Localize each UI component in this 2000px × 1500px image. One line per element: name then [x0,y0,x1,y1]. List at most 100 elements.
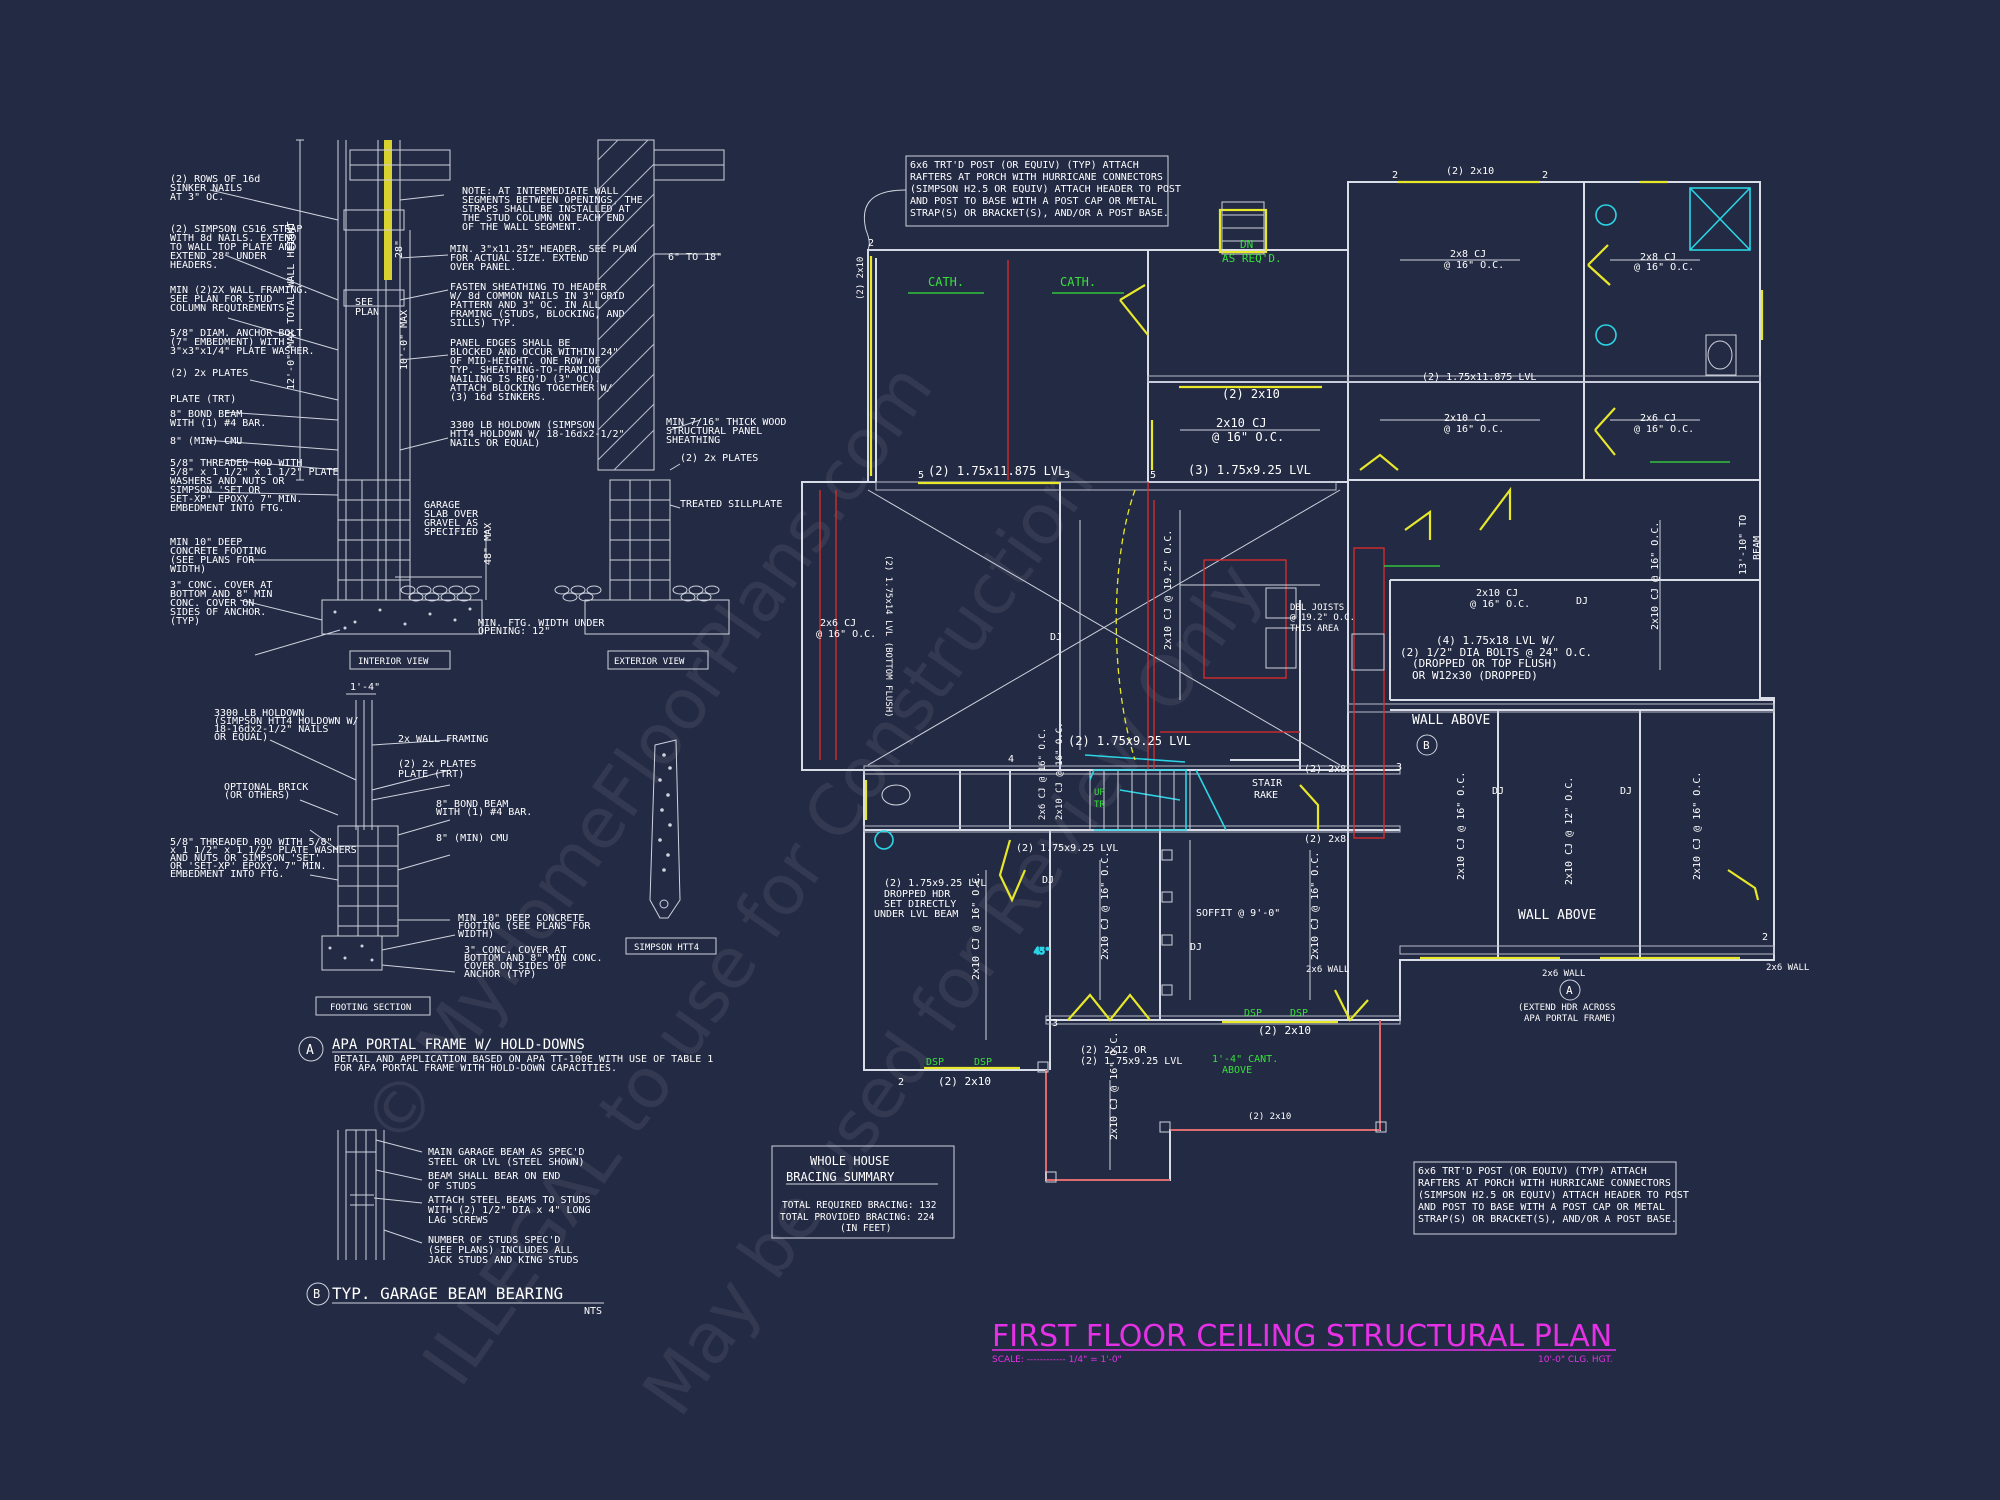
apa-marker: A [306,1043,314,1058]
see-plan-2: PLAN [355,307,379,318]
svg-text:2: 2 [1542,170,1548,181]
svg-text:@ 16" O.C.: @ 16" O.C. [1444,424,1504,435]
interior-footing [321,599,483,635]
svg-text:2x10 CJ @ 16" O.C.: 2x10 CJ @ 16" O.C. [1100,852,1111,960]
svg-text:@ 16" O.C.: @ 16" O.C. [1634,262,1694,273]
plan-clg-height: 10'-0" CLG. HGT. [1538,1355,1613,1365]
bracing-unit: (IN FEET) [840,1223,891,1234]
simpson-label-box [625,937,717,955]
simpson-htt4-detail: SIMPSON HTT4 [625,739,717,955]
red-beams [819,260,1385,1181]
svg-text:2: 2 [898,1077,904,1088]
svg-text:(2) 1/2" DIA BOLTS @ 24" O.C.: (2) 1/2" DIA BOLTS @ 24" O.C. [1400,646,1592,659]
svg-text:(2) 1.75x14 LVL (BOTTOM FLUSH): (2) 1.75x14 LVL (BOTTOM FLUSH) [883,555,893,718]
svg-text:@ 16" O.C.: @ 16" O.C. [1444,260,1504,271]
apa-note-1: DETAIL AND APPLICATION BASED ON APA TT-1… [334,1054,713,1065]
svg-text:(2) 2x10: (2) 2x10 [1446,166,1494,177]
green-labels: CATH. CATH. DN AS REQ'D. DSP DSP DSP DSP… [908,238,1730,1076]
svg-text:2x10 CJ @ 16" O.C.: 2x10 CJ @ 16" O.C. [971,872,982,980]
porch-note-box-top [905,155,1169,227]
svg-text:BEAM: BEAM [1752,536,1763,560]
svg-text:(2) 1.75x9.25 LVL: (2) 1.75x9.25 LVL [1016,843,1118,854]
svg-text:1'-4" CANT.: 1'-4" CANT. [1212,1054,1278,1065]
svg-text:2x10 CJ @ 16" O.C.: 2x10 CJ @ 16" O.C. [1650,522,1661,630]
svg-text:2x10 CJ: 2x10 CJ [1216,416,1267,430]
svg-text:WALL ABOVE: WALL ABOVE [1518,908,1596,923]
plumbing-fixtures [874,187,1751,850]
min-ftg-width: MIN. FTG. WIDTH UNDER [478,618,605,629]
svg-text:2x6 CJ: 2x6 CJ [1640,413,1676,424]
simpson-label: SIMPSON HTT4 [634,943,699,953]
svg-text:(EXTEND HDR ACROSS: (EXTEND HDR ACROSS [1518,1003,1616,1013]
dim-48: 48" MAX [483,523,494,565]
svg-text:2x10 CJ @ 19.2" O.C.: 2x10 CJ @ 19.2" O.C. [1163,530,1174,650]
svg-text:APA PORTAL FRAME): APA PORTAL FRAME) [1524,1014,1616,1024]
opening-12: OPENING: 12" [478,626,550,637]
svg-text:2x10 CJ @ 16" O.C.: 2x10 CJ @ 16" O.C. [1055,722,1065,820]
svg-text:2x10 CJ @ 12" O.C.: 2x10 CJ @ 12" O.C. [1564,777,1575,885]
dim-6-to-18: 6" TO 18" [668,252,722,263]
svg-text:UP: UP [1094,788,1105,798]
svg-text:STAIR: STAIR [1252,778,1283,789]
svg-text:3: 3 [1396,762,1402,773]
svg-text:DJ: DJ [1492,786,1504,797]
svg-text:2x10 CJ @ 16" O.C.: 2x10 CJ @ 16" O.C. [1692,772,1703,880]
svg-text:DSP: DSP [974,1057,992,1068]
svg-text:2x6 WALL: 2x6 WALL [1542,969,1585,979]
watermark: © MyHomeFloorPlans.com ILLEGAL to use fo… [347,349,1278,1430]
svg-text:(2) 2x10: (2) 2x10 [938,1075,991,1088]
footing-section-detail: 1'-4" 3300 LB HOLDOWN(SIMPSON HTT4 HOLDO… [170,682,602,1016]
svg-text:DJ: DJ [1050,632,1062,643]
marker-a: A [1566,984,1573,997]
svg-text:DSP: DSP [926,1057,944,1068]
svg-text:2x6 CJ: 2x6 CJ [820,618,856,629]
toilets [881,334,1737,806]
garage-marker: B [313,1287,320,1301]
bracing-provided: TOTAL PROVIDED BRACING: 224 [780,1212,935,1223]
svg-text:(2) 1.75x11.875 LVL: (2) 1.75x11.875 LVL [1422,372,1536,383]
porch-note-box-bottom [1413,1161,1677,1235]
bracing-required: TOTAL REQUIRED BRACING: 132 [782,1200,936,1211]
svg-text:@ 16" O.C.: @ 16" O.C. [1470,599,1530,610]
svg-text:SOFFIT @ 9'-0": SOFFIT @ 9'-0" [1196,908,1280,919]
svg-text:CATH.: CATH. [1060,275,1096,289]
plan-title: FIRST FLOOR CEILING STRUCTURAL PLAN [992,1319,1612,1354]
svg-text:DN: DN [1240,238,1253,251]
shear-walls [864,180,1764,1070]
bracing-title-2: BRACING SUMMARY [786,1170,895,1184]
garage-title: TYP. GARAGE BEAM BEARING [332,1284,563,1303]
plan-labels: (2) 2x10 2x8 CJ @ 16" O.C. 2x8 CJ @ 16" … [816,166,1809,1140]
svg-text:THIS AREA: THIS AREA [1290,624,1339,634]
svg-text:@ 16" O.C.: @ 16" O.C. [1634,424,1694,435]
svg-text:@ 16" O.C.: @ 16" O.C. [816,629,876,640]
dim-total-wall-height: 12'-0" MAX TOTAL WALL HEIGHT [286,221,297,390]
svg-text:13'-10" TO: 13'-10" TO [1738,515,1749,575]
bracing-summary-box [771,1145,955,1239]
svg-text:(2) 2x10: (2) 2x10 [1258,1024,1311,1037]
svg-text:UNDER LVL BEAM: UNDER LVL BEAM [874,909,958,920]
garage-nts: NTS [584,1306,602,1317]
svg-text:(2) 2x8: (2) 2x8 [1304,834,1346,845]
svg-text:4: 4 [1008,754,1014,765]
svg-text:2x8 CJ: 2x8 CJ [1450,249,1486,260]
svg-text:2x6 WALL: 2x6 WALL [1306,965,1349,975]
svg-text:RAKE: RAKE [1254,790,1278,801]
svg-text:DSP: DSP [1290,1008,1308,1019]
svg-text:@ 19.2" O.C.: @ 19.2" O.C. [1290,613,1355,623]
svg-text:2x10 CJ @ 16" O.C.: 2x10 CJ @ 16" O.C. [1456,772,1467,880]
exterior-view-label-box [607,650,709,670]
see-plan-1: SEE [355,297,373,308]
svg-text:WALL ABOVE: WALL ABOVE [1412,713,1490,728]
interior-view-label: INTERIOR VIEW [358,657,429,667]
svg-text:(2) 1.75x11.875 LVL: (2) 1.75x11.875 LVL [928,464,1065,478]
svg-text:(DROPPED OR TOP FLUSH): (DROPPED OR TOP FLUSH) [1412,657,1558,670]
